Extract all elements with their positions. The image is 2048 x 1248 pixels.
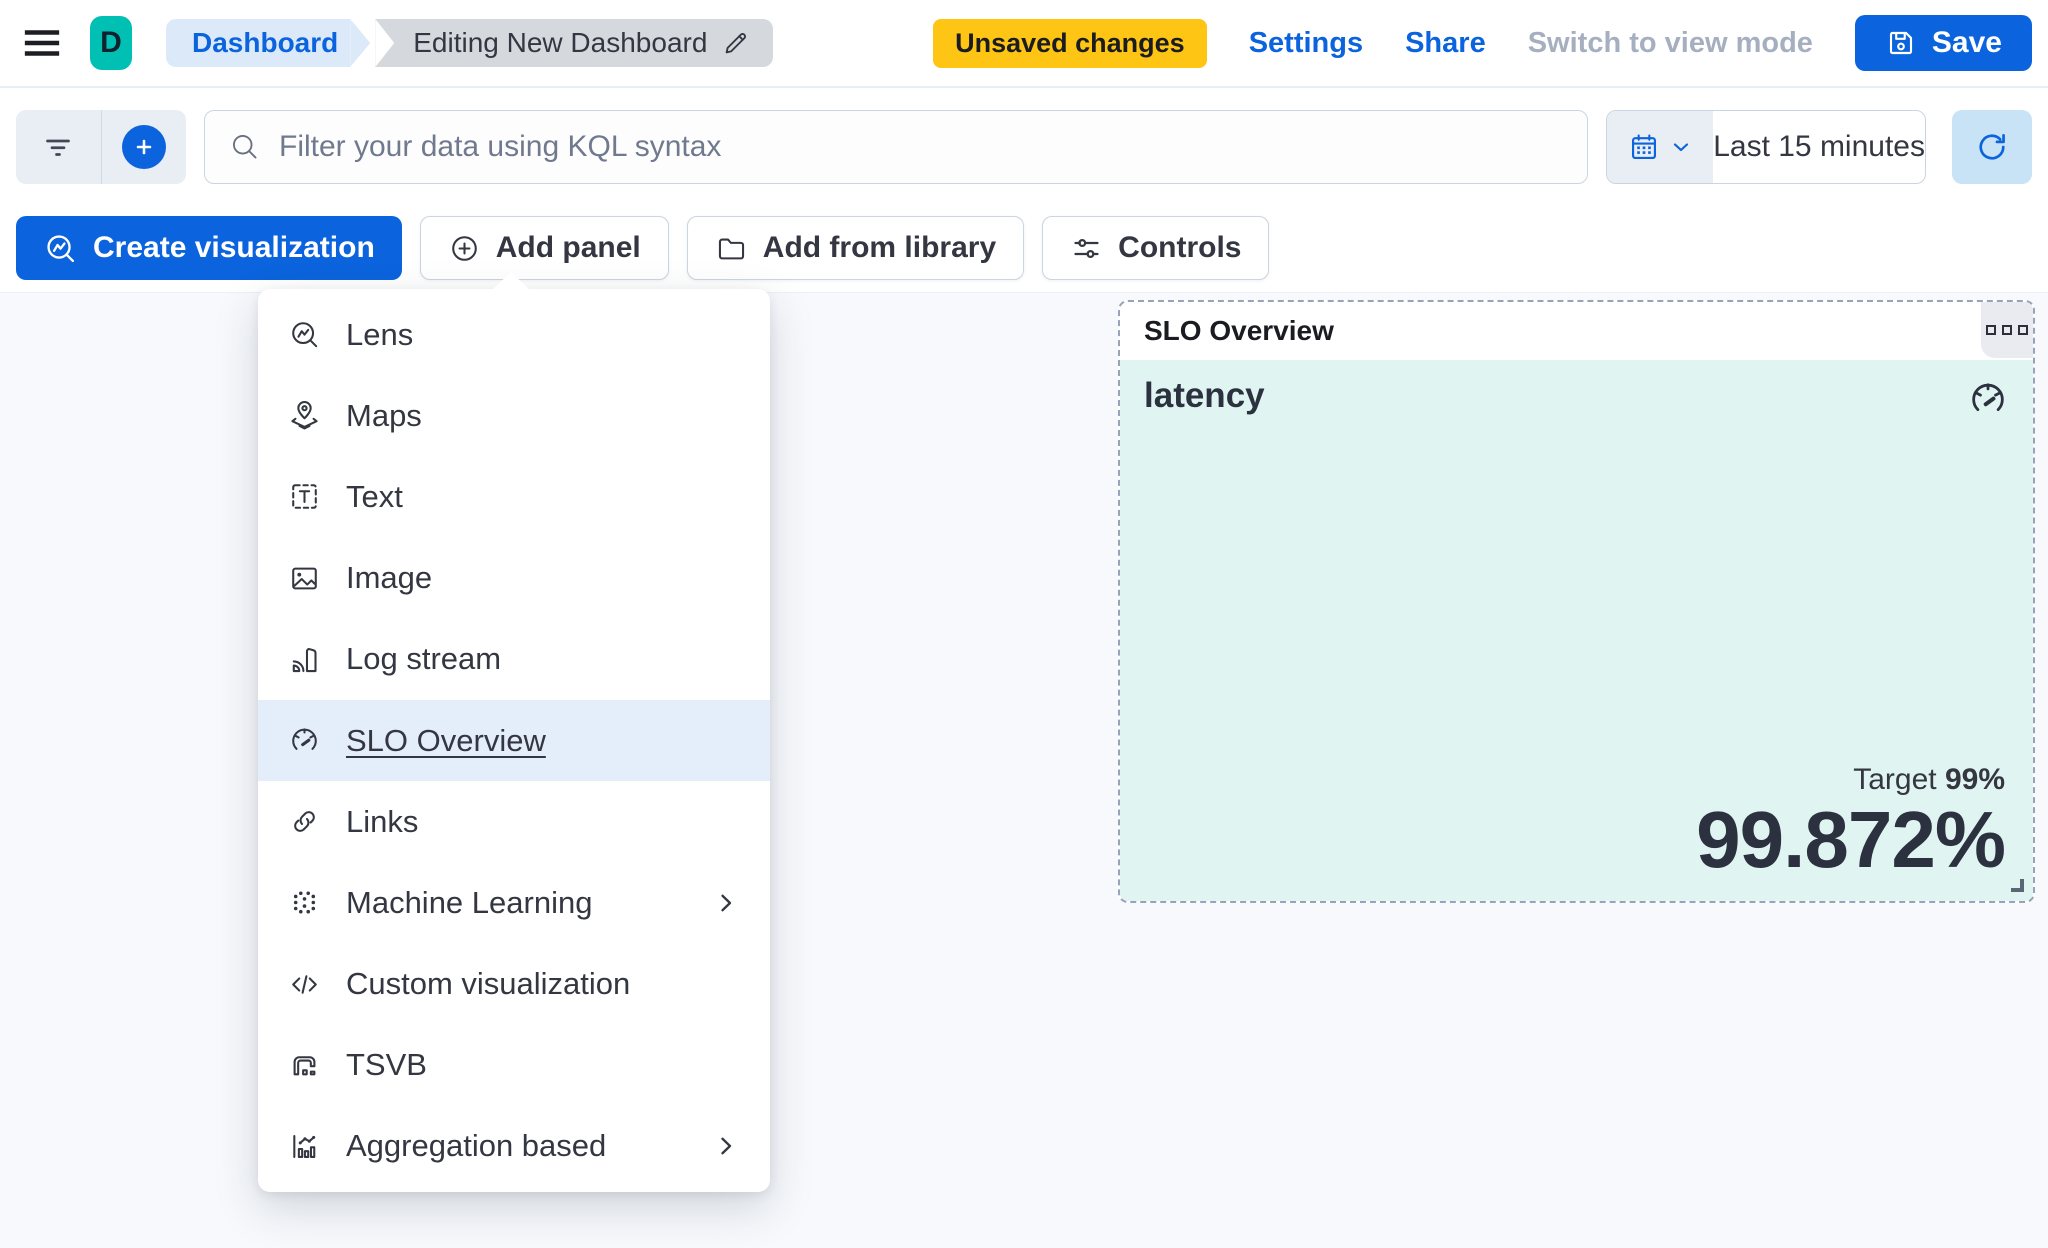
menu-item-label: Machine Learning [346, 884, 593, 920]
plus-circle-icon [121, 125, 166, 169]
gauge-icon [1967, 378, 2009, 420]
controls-button[interactable]: Controls [1042, 216, 1270, 280]
slo-panel-body: latency Target 99% 99.872% [1120, 360, 2033, 901]
breadcrumb: Dashboard Editing New Dashboard [166, 19, 774, 67]
aggregation-icon [288, 1130, 321, 1163]
filter-controls [16, 110, 186, 184]
plus-circle-outline-icon [451, 235, 477, 261]
folder-icon [718, 238, 744, 259]
refresh-icon [1979, 133, 2005, 160]
time-range-calendar-button[interactable] [1607, 111, 1714, 183]
menu-item-label: Custom visualization [346, 966, 631, 1002]
slo-target-line: Target 99% [1696, 763, 2005, 797]
menu-item-label: SLO Overview [346, 722, 546, 758]
menu-item-label: Text [346, 478, 403, 514]
maps-icon [288, 399, 321, 432]
image-icon [288, 562, 321, 595]
tsvb-icon [288, 1049, 321, 1082]
menu-item-lens[interactable]: Lens [258, 294, 770, 375]
share-link[interactable]: Share [1405, 26, 1486, 59]
query-bar: Last 15 minutes [0, 90, 2048, 204]
slo-target-label: Target [1853, 762, 1937, 796]
dashboard-toolbar: Create visualization Add panel Add from … [0, 204, 2048, 292]
switch-view-mode-link[interactable]: Switch to view mode [1527, 26, 1813, 59]
slo-figures: Target 99% 99.872% [1696, 763, 2006, 884]
menu-item-slo-overview[interactable]: SLO Overview [258, 699, 770, 782]
header-actions: Unsaved changes Settings Share Switch to… [933, 15, 2032, 71]
space-avatar[interactable]: D [90, 16, 132, 70]
menu-item-label: Image [346, 560, 433, 596]
breadcrumb-arrow [350, 19, 371, 67]
edit-pencil-icon [726, 33, 747, 54]
menu-item-custom-visualization[interactable]: Custom visualization [258, 944, 770, 1025]
settings-link[interactable]: Settings [1248, 26, 1364, 59]
menu-item-links[interactable]: Links [258, 781, 770, 862]
top-header: D Dashboard Editing New Dashboard Unsave… [0, 0, 2048, 88]
menu-item-label: TSVB [346, 1047, 427, 1083]
boxes-horizontal-icon [1986, 325, 1996, 335]
create-visualization-label: Create visualization [93, 231, 375, 264]
time-range-value[interactable]: Last 15 minutes [1713, 130, 1925, 163]
kql-search-input[interactable] [279, 130, 1563, 164]
add-panel-label: Add panel [495, 231, 641, 264]
add-filter-button[interactable] [100, 110, 187, 184]
panel-header: SLO Overview [1120, 302, 2033, 360]
log-stream-icon [288, 643, 321, 676]
calendar-icon [1631, 134, 1656, 160]
add-panel-button[interactable]: Add panel [419, 216, 669, 280]
save-button[interactable]: Save [1854, 15, 2032, 71]
controls-label: Controls [1118, 231, 1242, 264]
filter-menu-button[interactable] [16, 110, 101, 184]
lens-icon [288, 318, 321, 351]
menu-item-tsvb[interactable]: TSVB [258, 1025, 770, 1106]
refresh-button[interactable] [1952, 110, 2032, 184]
chevron-down-icon [1673, 143, 1688, 152]
menu-item-label: Maps [346, 397, 422, 433]
chevron-right-icon [712, 889, 740, 917]
machine-learning-icon [288, 886, 321, 919]
breadcrumb-dashboard[interactable]: Dashboard [166, 19, 351, 67]
menu-item-label: Log stream [346, 641, 502, 677]
menu-item-image[interactable]: Image [258, 538, 770, 619]
breadcrumb-current[interactable]: Editing New Dashboard [375, 19, 774, 67]
panel-title: SLO Overview [1144, 315, 1334, 346]
menu-hamburger-icon[interactable] [16, 17, 68, 69]
time-range-picker: Last 15 minutes [1606, 110, 1926, 184]
save-button-label: Save [1931, 26, 2002, 59]
search-icon [233, 135, 257, 159]
filter-icon [46, 139, 71, 156]
menu-item-machine-learning[interactable]: Machine Learning [258, 862, 770, 943]
create-visualization-button[interactable]: Create visualization [16, 216, 402, 280]
menu-item-log-stream[interactable]: Log stream [258, 619, 770, 700]
chevron-right-icon [712, 1132, 740, 1160]
lens-icon [47, 234, 75, 262]
slo-overview-panel[interactable]: SLO Overview latency Target 99% 99.872% [1118, 300, 2035, 903]
panel-options-button[interactable] [1981, 302, 2033, 358]
menu-item-label: Lens [346, 316, 414, 352]
breadcrumb-current-label: Editing New Dashboard [413, 27, 708, 58]
unsaved-changes-badge: Unsaved changes [933, 18, 1207, 68]
link-icon [288, 805, 321, 838]
menu-item-maps[interactable]: Maps [258, 375, 770, 456]
kql-search-box [204, 110, 1588, 184]
slo-name: latency [1144, 376, 1265, 415]
slo-target-value: 99% [1944, 762, 2005, 796]
add-from-library-label: Add from library [762, 231, 997, 264]
text-icon [288, 480, 321, 513]
gauge-icon [288, 724, 321, 757]
code-icon [288, 968, 321, 1001]
panel-resize-handle[interactable] [2011, 879, 2024, 892]
slo-value: 99.872% [1696, 794, 2006, 884]
sliders-icon [1074, 238, 1099, 258]
save-disk-icon [1889, 31, 1912, 55]
menu-item-text[interactable]: Text [258, 456, 770, 537]
add-from-library-button[interactable]: Add from library [686, 216, 1025, 280]
menu-item-label: Aggregation based [346, 1128, 607, 1164]
menu-item-label: Links [346, 803, 419, 839]
menu-item-aggregation-based[interactable]: Aggregation based [258, 1106, 770, 1187]
